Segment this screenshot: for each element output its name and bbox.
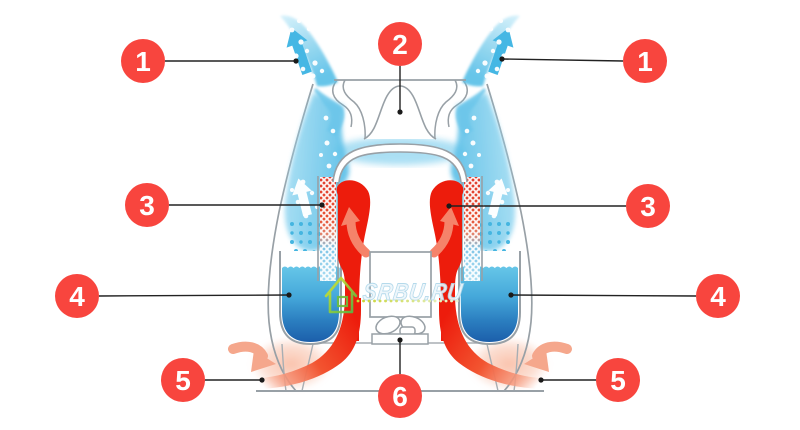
svg-text:3: 3 bbox=[139, 190, 155, 221]
callout-1-left: 1 bbox=[121, 39, 165, 83]
heat-duct-flare bbox=[258, 298, 361, 389]
wick-lattice bbox=[320, 177, 336, 281]
callout-lines bbox=[98, 58, 697, 381]
callout-badges: 1 1 2 3 3 4 4 5 bbox=[55, 22, 740, 418]
callout-1-right: 1 bbox=[623, 39, 667, 83]
svg-text:2: 2 bbox=[392, 29, 408, 60]
mist-spout-wall bbox=[332, 79, 353, 128]
hot-air-arrow-icon bbox=[341, 207, 371, 258]
svg-text:5: 5 bbox=[175, 365, 191, 396]
device-right-half bbox=[428, 16, 567, 391]
callout-4-left: 4 bbox=[55, 274, 99, 318]
svg-text:1: 1 bbox=[637, 46, 653, 77]
callout-3-right: 3 bbox=[626, 184, 670, 228]
inner-dome-inner-arc bbox=[338, 151, 462, 183]
fan bbox=[375, 315, 426, 336]
callout-5-left: 5 bbox=[161, 358, 205, 402]
callout-2: 2 bbox=[378, 22, 422, 66]
svg-text:4: 4 bbox=[69, 281, 85, 312]
mist-stream bbox=[314, 88, 345, 137]
callout-3-left: 3 bbox=[125, 183, 169, 227]
intake-funnel-line-outer bbox=[281, 343, 287, 392]
callout-4-right: 4 bbox=[696, 274, 740, 318]
inner-dome-outer-arc bbox=[332, 143, 468, 183]
airflow-up-arrow-icon bbox=[292, 178, 312, 217]
mist-arrow-icon bbox=[286, 27, 312, 75]
svg-text:5: 5 bbox=[610, 365, 626, 396]
callout-endpoint-dots bbox=[259, 56, 544, 383]
inner-dome-fill bbox=[333, 144, 467, 182]
callout-5-right: 5 bbox=[596, 358, 640, 402]
svg-text:6: 6 bbox=[392, 381, 408, 412]
callout-6: 6 bbox=[378, 374, 422, 418]
svg-text:1: 1 bbox=[135, 46, 151, 77]
mist-channel-inner-wall bbox=[342, 79, 366, 140]
watermark: SRBU.RU bbox=[324, 276, 465, 314]
water bbox=[282, 266, 340, 342]
motor-housing bbox=[369, 251, 432, 318]
intake-arrow-icon bbox=[228, 341, 276, 372]
svg-text:3: 3 bbox=[640, 191, 656, 222]
outer-wall bbox=[267, 83, 314, 392]
device-left-half bbox=[228, 15, 372, 392]
house-icon bbox=[324, 276, 358, 314]
svg-text:4: 4 bbox=[710, 281, 726, 312]
